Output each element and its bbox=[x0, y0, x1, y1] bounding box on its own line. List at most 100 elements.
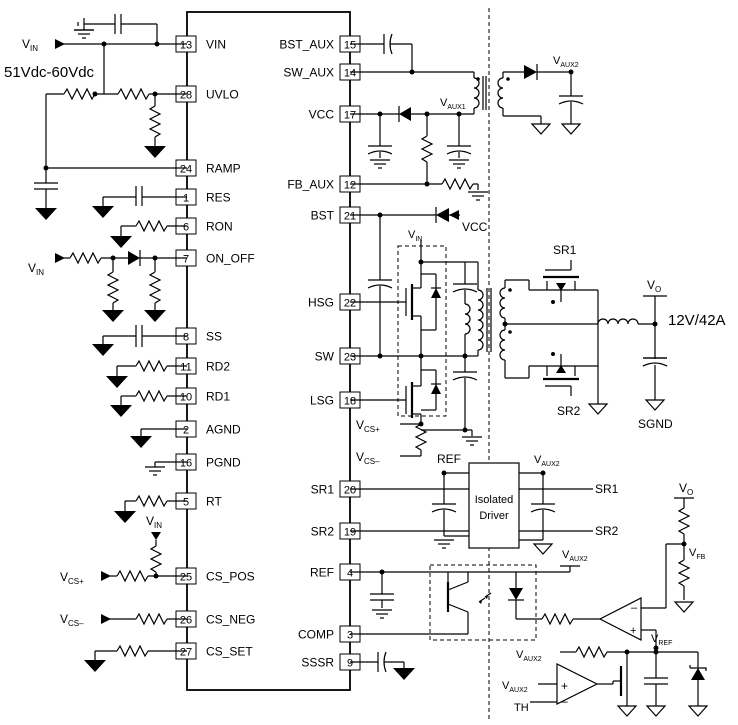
svg-text:SR2: SR2 bbox=[557, 404, 581, 418]
pin-name: SSSR bbox=[301, 656, 334, 670]
ic-pin-bst-aux: 15 BST_AUX bbox=[279, 35, 361, 53]
pin-name: BST bbox=[311, 209, 335, 223]
svg-text:+: + bbox=[630, 625, 636, 637]
svg-text:VCS–: VCS– bbox=[60, 612, 84, 628]
pin-name: BST_AUX bbox=[279, 38, 334, 52]
pin-name: RT bbox=[206, 495, 222, 509]
output-inductor bbox=[597, 318, 639, 325]
pin-number: 6 bbox=[183, 222, 189, 234]
svg-text:–: – bbox=[631, 602, 638, 614]
main-transformer-primary bbox=[477, 289, 484, 351]
pin-name: CS_SET bbox=[206, 645, 253, 659]
input-voltage-range: 51Vdc-60Vdc bbox=[4, 64, 95, 81]
svg-text:VIN: VIN bbox=[146, 514, 162, 530]
pin-name: SR2 bbox=[311, 525, 335, 539]
pin-name: VCC bbox=[309, 108, 335, 122]
pin-name: VIN bbox=[206, 38, 226, 52]
main-transformer-secondary-2 bbox=[499, 329, 506, 361]
ic-pin-cs-pos: 25 CS_POS bbox=[175, 567, 255, 585]
pin-number: 23 bbox=[344, 352, 356, 364]
ic-pin-ramp: 24 RAMP bbox=[175, 159, 241, 177]
svg-text:VAUX2: VAUX2 bbox=[534, 454, 560, 468]
svg-text:SR1: SR1 bbox=[553, 243, 577, 257]
pin-number: 5 bbox=[183, 497, 189, 509]
pin-number: 21 bbox=[344, 211, 356, 223]
ic-pin-sssr: 9 SSSR bbox=[301, 653, 361, 671]
svg-text:VAUX2: VAUX2 bbox=[553, 55, 579, 69]
svg-text:TH: TH bbox=[514, 702, 529, 714]
uvlo-resistor-1 bbox=[63, 87, 96, 101]
pin-number: 18 bbox=[344, 396, 356, 408]
svg-text:VCS–: VCS– bbox=[356, 450, 380, 466]
svg-text:VIN: VIN bbox=[408, 229, 422, 243]
pin-number: 11 bbox=[180, 362, 191, 374]
pin-name: ON_OFF bbox=[206, 252, 255, 266]
pin-number: 25 bbox=[180, 572, 192, 584]
svg-text:REF: REF bbox=[437, 452, 461, 466]
main-transformer-secondary-1 bbox=[499, 287, 506, 319]
svg-text:Driver: Driver bbox=[479, 510, 509, 522]
svg-text:VO: VO bbox=[647, 278, 661, 294]
pin-number: 28 bbox=[180, 90, 192, 102]
vin-label: VIN bbox=[22, 37, 38, 53]
optocoupler bbox=[429, 564, 537, 641]
pin-name: UVLO bbox=[206, 88, 239, 102]
pin-name: RD2 bbox=[206, 360, 230, 374]
pin-number: 9 bbox=[347, 658, 353, 670]
svg-text:VAUX2: VAUX2 bbox=[502, 680, 528, 694]
pin-name: CS_POS bbox=[206, 570, 255, 584]
pin-name: RAMP bbox=[206, 162, 241, 176]
pin-name: SR1 bbox=[311, 483, 335, 497]
pin-number: 8 bbox=[183, 332, 189, 344]
isolated-driver bbox=[468, 462, 520, 549]
svg-text:VFB: VFB bbox=[689, 547, 706, 561]
pin-name: LSG bbox=[310, 394, 334, 408]
pin-number: 15 bbox=[344, 40, 356, 52]
pin-number: 3 bbox=[347, 630, 353, 642]
uvlo-resistor-3 bbox=[148, 105, 162, 138]
pin-number: 12 bbox=[344, 180, 356, 192]
aux-transformer-secondary bbox=[497, 77, 504, 109]
svg-text:+: + bbox=[561, 679, 568, 693]
pin-number: 27 bbox=[180, 647, 192, 659]
pin-number: 1 bbox=[183, 193, 189, 205]
vin-filter-cap bbox=[73, 14, 158, 44]
aux-transformer-primary bbox=[473, 77, 480, 109]
pin-name: RES bbox=[206, 191, 231, 205]
svg-text:VAUX2: VAUX2 bbox=[562, 549, 588, 563]
pin-number: 17 bbox=[344, 110, 356, 122]
pin-name: FB_AUX bbox=[287, 178, 334, 192]
pin-name: RD1 bbox=[206, 390, 230, 404]
ic-pin-cs-set: 27 CS_SET bbox=[175, 642, 253, 660]
pin-name: SW bbox=[315, 350, 335, 364]
pin-number: 7 bbox=[183, 254, 189, 266]
feedback-opamp bbox=[598, 597, 642, 641]
ic-pin-hsg: 22 HSG bbox=[308, 293, 361, 311]
pin-name: SS bbox=[206, 330, 222, 344]
pin-name: PGND bbox=[206, 456, 241, 470]
pin-number: 22 bbox=[344, 298, 356, 310]
pin-number: 13 bbox=[180, 40, 192, 52]
ic-pin-on-off: 7 ON_OFF bbox=[175, 249, 255, 267]
svg-text:VREF: VREF bbox=[651, 633, 672, 647]
svg-text:–: – bbox=[561, 694, 568, 708]
pin-name: HSG bbox=[308, 296, 334, 310]
output-spec: 12V/42A bbox=[668, 312, 726, 329]
svg-text:VIN: VIN bbox=[28, 261, 44, 277]
pin-name: SW_AUX bbox=[283, 66, 334, 80]
ic-pin-bst: 21 BST bbox=[311, 206, 361, 224]
pin-name: COMP bbox=[298, 628, 334, 642]
vcc-label: VCC bbox=[462, 220, 488, 234]
svg-text:VCS+: VCS+ bbox=[356, 418, 380, 434]
pin-name: CS_NEG bbox=[206, 613, 255, 627]
svg-text:SR1: SR1 bbox=[595, 482, 619, 496]
pin-number: 24 bbox=[180, 164, 192, 176]
pin-number: 19 bbox=[344, 527, 356, 539]
uvlo-resistor-2 bbox=[117, 87, 150, 101]
svg-text:VAUX1: VAUX1 bbox=[440, 97, 466, 111]
svg-text:VCS+: VCS+ bbox=[60, 570, 84, 586]
